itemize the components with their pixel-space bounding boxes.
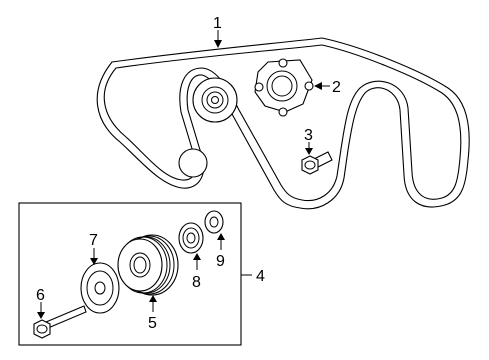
bolt-6 [33, 305, 87, 339]
callout-5: 5 [148, 315, 157, 332]
bolt-3 [301, 151, 333, 175]
callout-3: 3 [304, 127, 313, 144]
idler-pulley [192, 77, 238, 123]
assembly-box [18, 202, 242, 346]
callout-2: 2 [332, 79, 341, 96]
callout-7: 7 [89, 232, 98, 249]
tensioner-bracket [254, 58, 314, 117]
callout-1: 1 [213, 15, 222, 32]
main-pulley [117, 234, 179, 296]
lower-pulley [178, 148, 208, 178]
callout-6: 6 [36, 287, 45, 304]
spacer [204, 210, 224, 234]
callout-8: 8 [192, 274, 201, 291]
bearing [178, 222, 204, 254]
callout-9: 9 [216, 253, 225, 270]
leader-lines [37, 30, 330, 319]
pulley-cover [80, 262, 120, 314]
callout-4: 4 [256, 268, 265, 285]
